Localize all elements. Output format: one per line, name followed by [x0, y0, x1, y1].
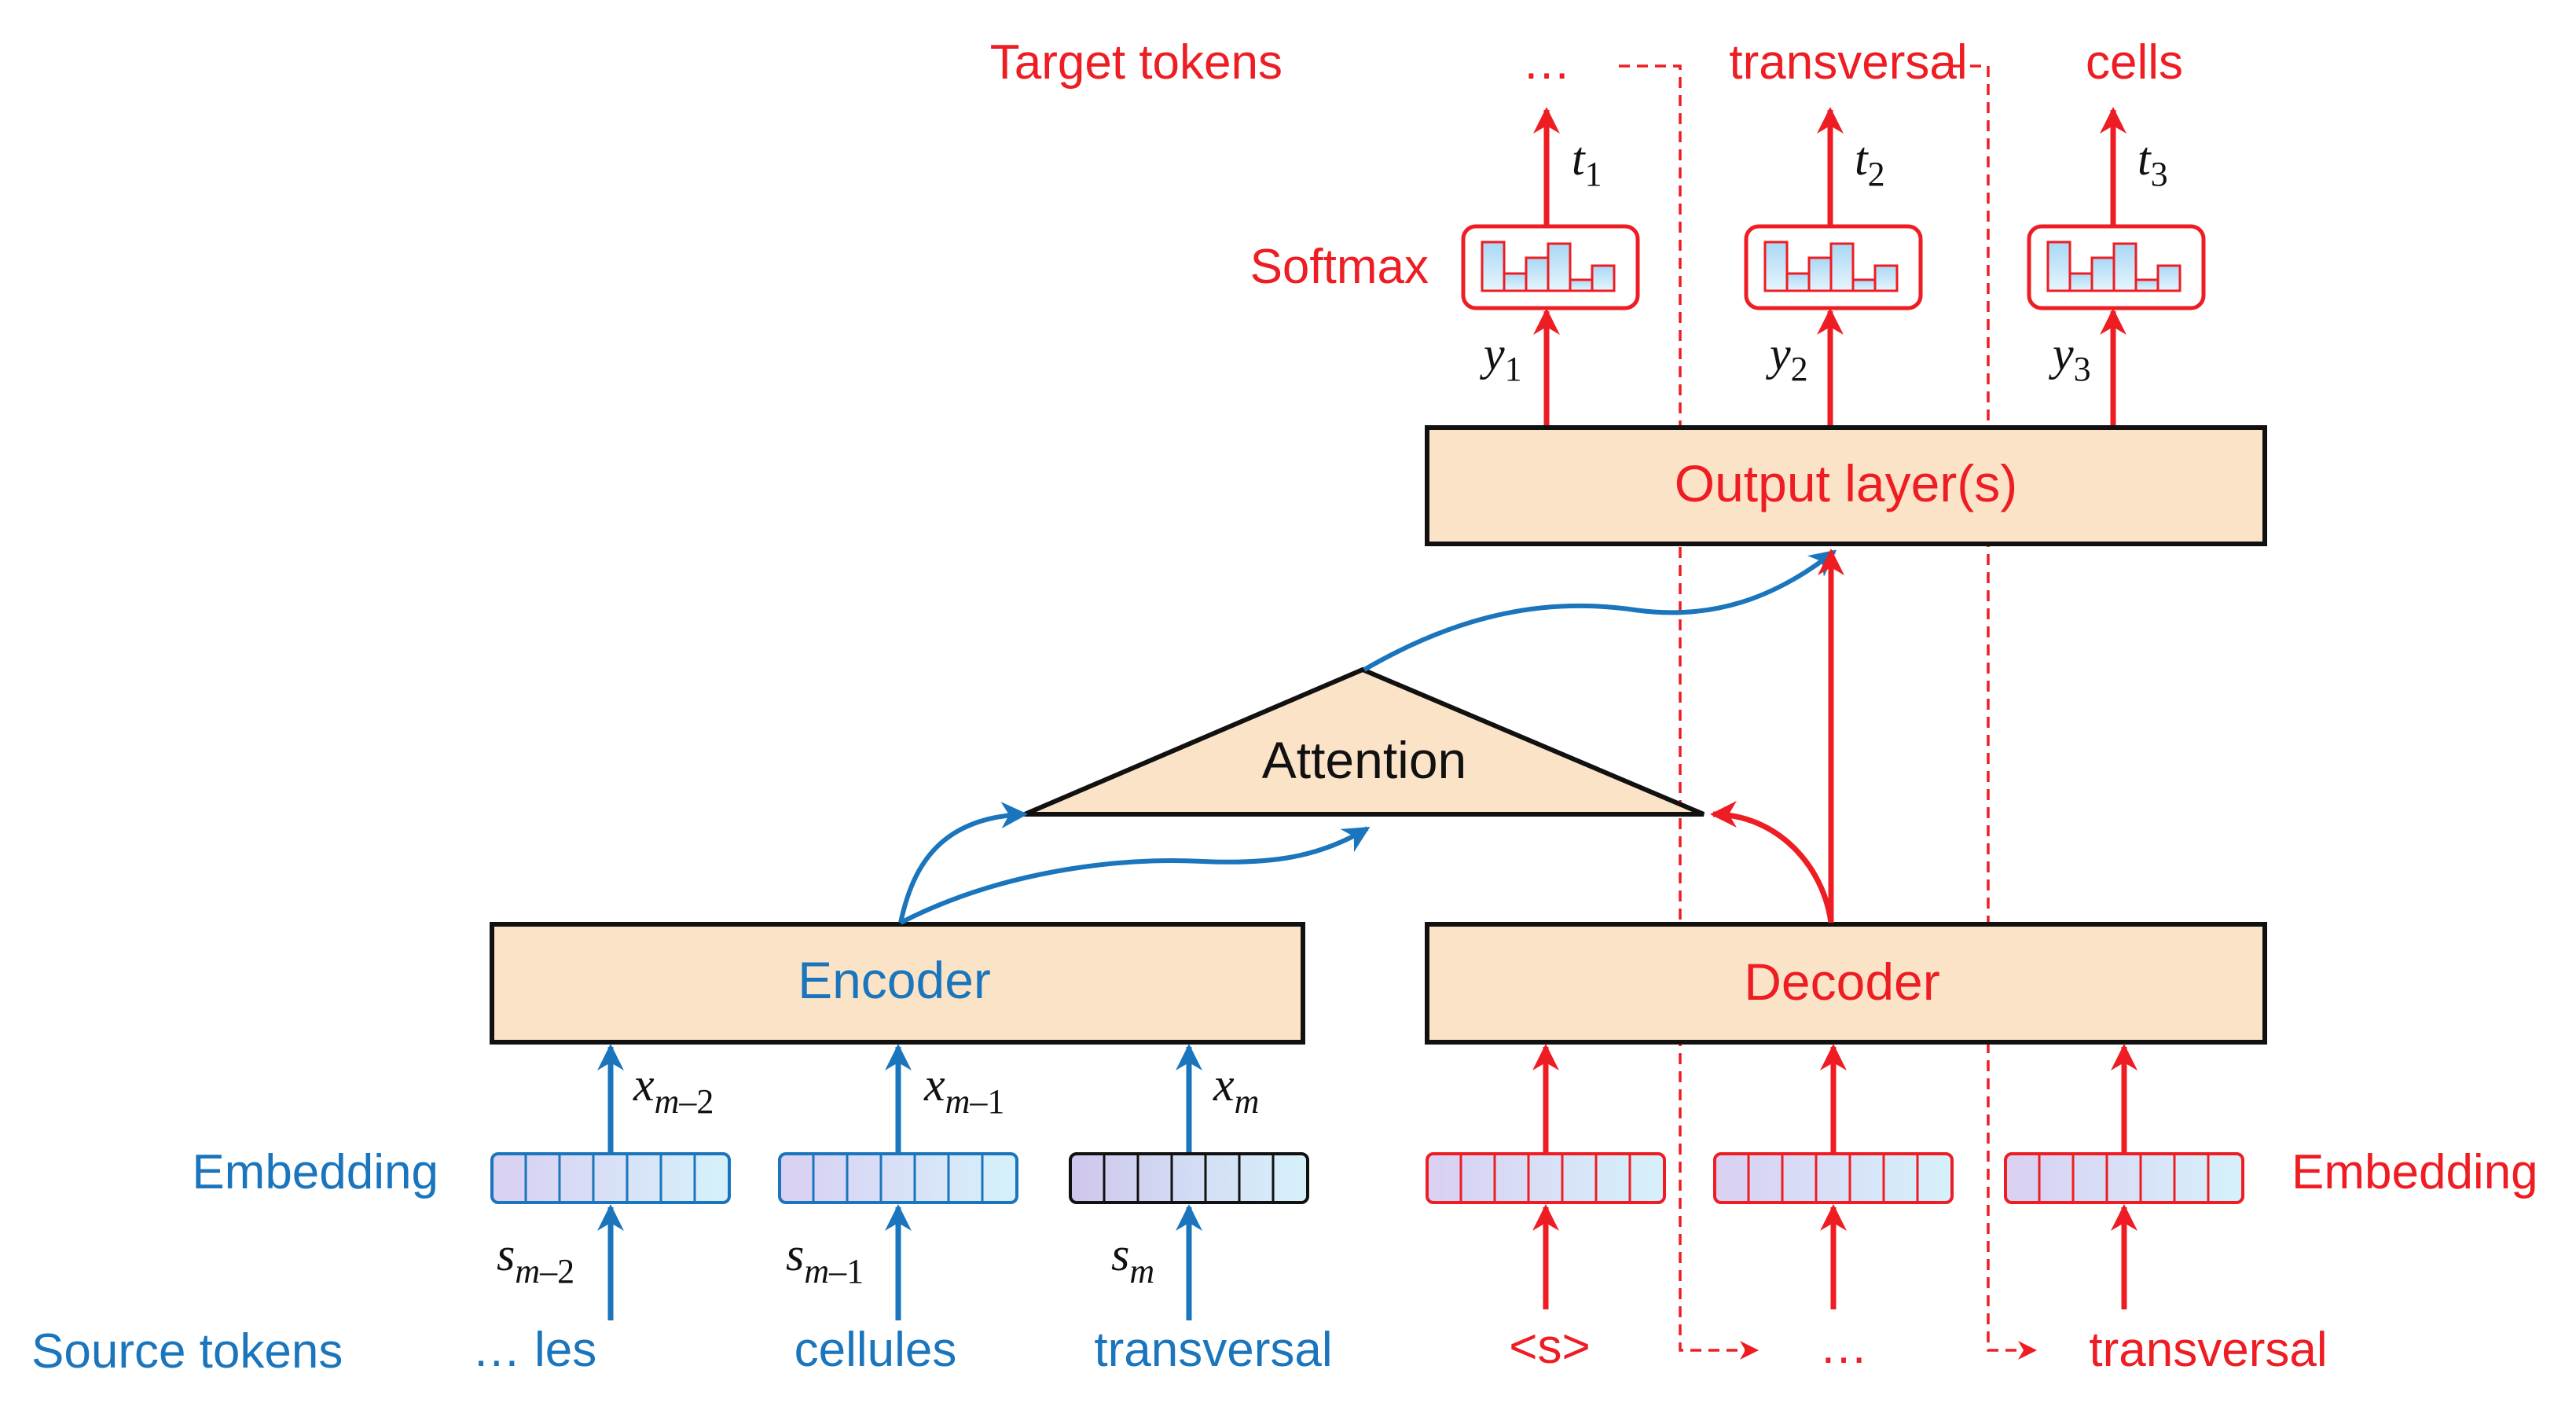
t-label-2: t2	[1855, 133, 1885, 193]
x-label-2: xm–1	[923, 1059, 1004, 1121]
source-token-2: cellules	[794, 1323, 957, 1377]
encoder-label: Encoder	[798, 951, 991, 1009]
source-embedding-3	[1069, 1152, 1309, 1204]
softmax-box-3	[2027, 224, 2206, 310]
decoder-embedding-2	[1713, 1152, 1954, 1204]
attention-triangle: Attention	[1023, 666, 1705, 817]
t-label-3: t3	[2137, 133, 2168, 193]
embedding-label-right: Embedding	[2292, 1145, 2538, 1199]
y-label-2: y2	[1765, 328, 1808, 388]
target-token-1: …	[1522, 35, 1571, 90]
source-tokens-label: Source tokens	[31, 1324, 343, 1379]
enc-to-attention-left	[898, 802, 1028, 923]
x-label-1: xm–2	[633, 1059, 714, 1121]
dashed-connectors	[1619, 64, 2037, 1360]
source-token-3: transversal	[1094, 1323, 1332, 1377]
y-arrows	[1533, 308, 2126, 428]
dashed-connector-1	[1619, 64, 1759, 1360]
decoder-arrows	[1710, 549, 1844, 923]
decoder-input-2: …	[1819, 1320, 1868, 1374]
blue-curves	[898, 549, 1837, 925]
output-layer-box: Output layer(s)	[1425, 425, 2267, 546]
softmax-box-1	[1461, 224, 1640, 310]
s-label-2: sm–1	[786, 1228, 864, 1291]
dashed-connector-2	[1952, 64, 2037, 1360]
target-token-3: cells	[2086, 35, 2183, 90]
y-label-1: y1	[1479, 328, 1522, 388]
t-label-1: t1	[1572, 133, 1602, 193]
decoder-box: Decoder	[1425, 922, 2267, 1045]
attention-to-output	[1363, 549, 1837, 672]
encoder-box: Encoder	[490, 922, 1305, 1045]
s-label-1: sm–2	[497, 1228, 574, 1291]
decoder-to-attention	[1710, 801, 1834, 923]
decoder-embedding-1	[1426, 1152, 1666, 1204]
decoder-input-1: <s>	[1509, 1320, 1590, 1374]
source-arrows	[597, 1044, 1202, 1320]
source-embedding-2	[778, 1152, 1018, 1204]
target-tokens-label: Target tokens	[990, 35, 1282, 90]
x-label-3: xm	[1213, 1059, 1259, 1121]
decoder-label: Decoder	[1744, 953, 1939, 1011]
decoder-input-3: transversal	[2089, 1323, 2327, 1377]
source-embedding-1	[490, 1152, 731, 1204]
output-layer-label: Output layer(s)	[1675, 454, 2017, 512]
attention-label: Attention	[1262, 731, 1467, 789]
embedding-label-left: Embedding	[192, 1145, 439, 1199]
softmax-label: Softmax	[1250, 240, 1429, 294]
decoder-embedding-3	[2004, 1152, 2244, 1204]
source-token-1: … les	[472, 1323, 596, 1377]
y-label-3: y3	[2048, 328, 2091, 388]
target-token-2: transversal	[1729, 35, 1967, 90]
decoder-input-arrows	[1532, 1044, 2137, 1309]
enc-to-attention-mid	[899, 826, 1371, 925]
softmax-box-2	[1744, 224, 1923, 310]
target-arrows	[1533, 107, 2126, 226]
s-label-3: sm	[1111, 1228, 1154, 1291]
